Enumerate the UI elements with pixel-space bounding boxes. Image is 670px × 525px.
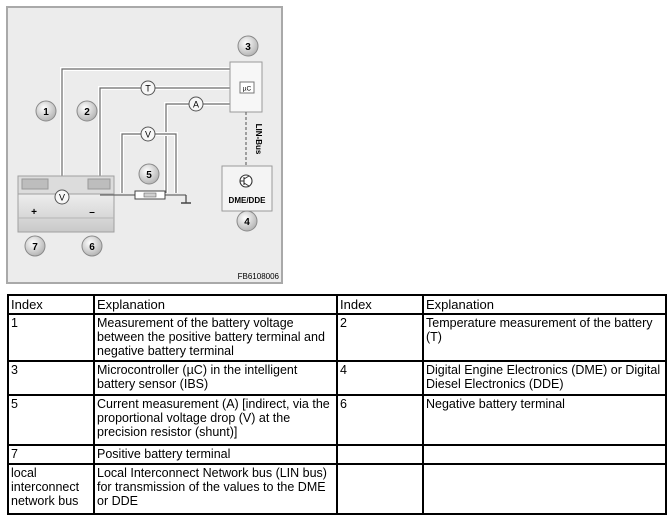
callout-2: 2 — [76, 100, 98, 122]
header-index-1: Index — [7, 294, 95, 315]
microcontroller-label: µC — [243, 86, 252, 93]
callout-7: 7 — [24, 235, 46, 257]
figure-id: FB6108006 — [238, 272, 280, 281]
index-cell: 6 — [336, 394, 424, 446]
explanation-cell: Digital Engine Electronics (DME) or Digi… — [422, 360, 667, 396]
svg-text:3: 3 — [245, 42, 251, 53]
svg-text:2: 2 — [84, 107, 90, 118]
explanation-cell: Temperature measurement of the battery (… — [422, 313, 667, 362]
explanation-cell: Current measurement (A) [indirect, via t… — [93, 394, 338, 446]
callout-5: 5 — [138, 163, 160, 185]
current-symbol: A — [193, 100, 199, 110]
svg-text:4: 4 — [244, 217, 250, 228]
index-cell: 4 — [336, 360, 424, 396]
index-cell — [336, 444, 424, 465]
explanation-cell: Measurement of the battery voltage betwe… — [93, 313, 338, 362]
callout-4: 4 — [236, 210, 258, 232]
table-row: 5 Current measurement (A) [indirect, via… — [7, 394, 667, 446]
ibs-diagram: µC LIN-Bus DME/DDE + – T A — [6, 6, 283, 284]
explanation-cell: Positive battery terminal — [93, 444, 338, 465]
index-cell: 1 — [7, 313, 95, 362]
battery-voltmeter-icon: V — [54, 189, 70, 205]
temperature-symbol: T — [145, 84, 151, 94]
table-row: local interconnect network bus Local Int… — [7, 463, 667, 515]
index-cell: local interconnect network bus — [7, 463, 95, 515]
positive-sign: + — [31, 207, 37, 218]
dme-dde-box — [221, 165, 273, 212]
callout-1: 1 — [35, 100, 57, 122]
index-cell: 2 — [336, 313, 424, 362]
index-cell: 7 — [7, 444, 95, 465]
shunt-voltmeter-icon: V — [140, 126, 156, 142]
header-explanation-2: Explanation — [422, 294, 667, 315]
callout-6: 6 — [81, 235, 103, 257]
index-cell: 5 — [7, 394, 95, 446]
ammeter-icon: A — [188, 96, 204, 112]
temperature-sensor-icon: T — [140, 80, 156, 96]
legend-table: Index Explanation Index Explanation 1 Me… — [7, 294, 667, 515]
table-header-row: Index Explanation Index Explanation — [7, 294, 667, 315]
lin-bus-label: LIN-Bus — [254, 124, 263, 155]
svg-text:5: 5 — [146, 170, 152, 181]
explanation-cell: Negative battery terminal — [422, 394, 667, 446]
index-cell: 3 — [7, 360, 95, 396]
svg-text:6: 6 — [89, 242, 95, 253]
header-explanation-1: Explanation — [93, 294, 338, 315]
explanation-cell — [422, 463, 667, 515]
header-index-2: Index — [336, 294, 424, 315]
callout-3: 3 — [237, 35, 259, 57]
table-row: 3 Microcontroller (µC) in the intelligen… — [7, 360, 667, 396]
battery-voltage-symbol: V — [59, 193, 65, 203]
shunt-voltage-symbol: V — [145, 130, 151, 140]
negative-sign: – — [89, 207, 95, 218]
explanation-cell — [422, 444, 667, 465]
table-row: 1 Measurement of the battery voltage bet… — [7, 313, 667, 362]
table-row: 7 Positive battery terminal — [7, 444, 667, 465]
svg-text:1: 1 — [43, 107, 49, 118]
dme-dde-label: DME/DDE — [229, 196, 267, 205]
index-cell — [336, 463, 424, 515]
explanation-cell: Microcontroller (µC) in the intelligent … — [93, 360, 338, 396]
svg-text:7: 7 — [32, 242, 38, 253]
explanation-cell: Local Interconnect Network bus (LIN bus)… — [93, 463, 338, 515]
ibs-diagram-graphic: µC LIN-Bus DME/DDE + – T A — [17, 35, 280, 281]
